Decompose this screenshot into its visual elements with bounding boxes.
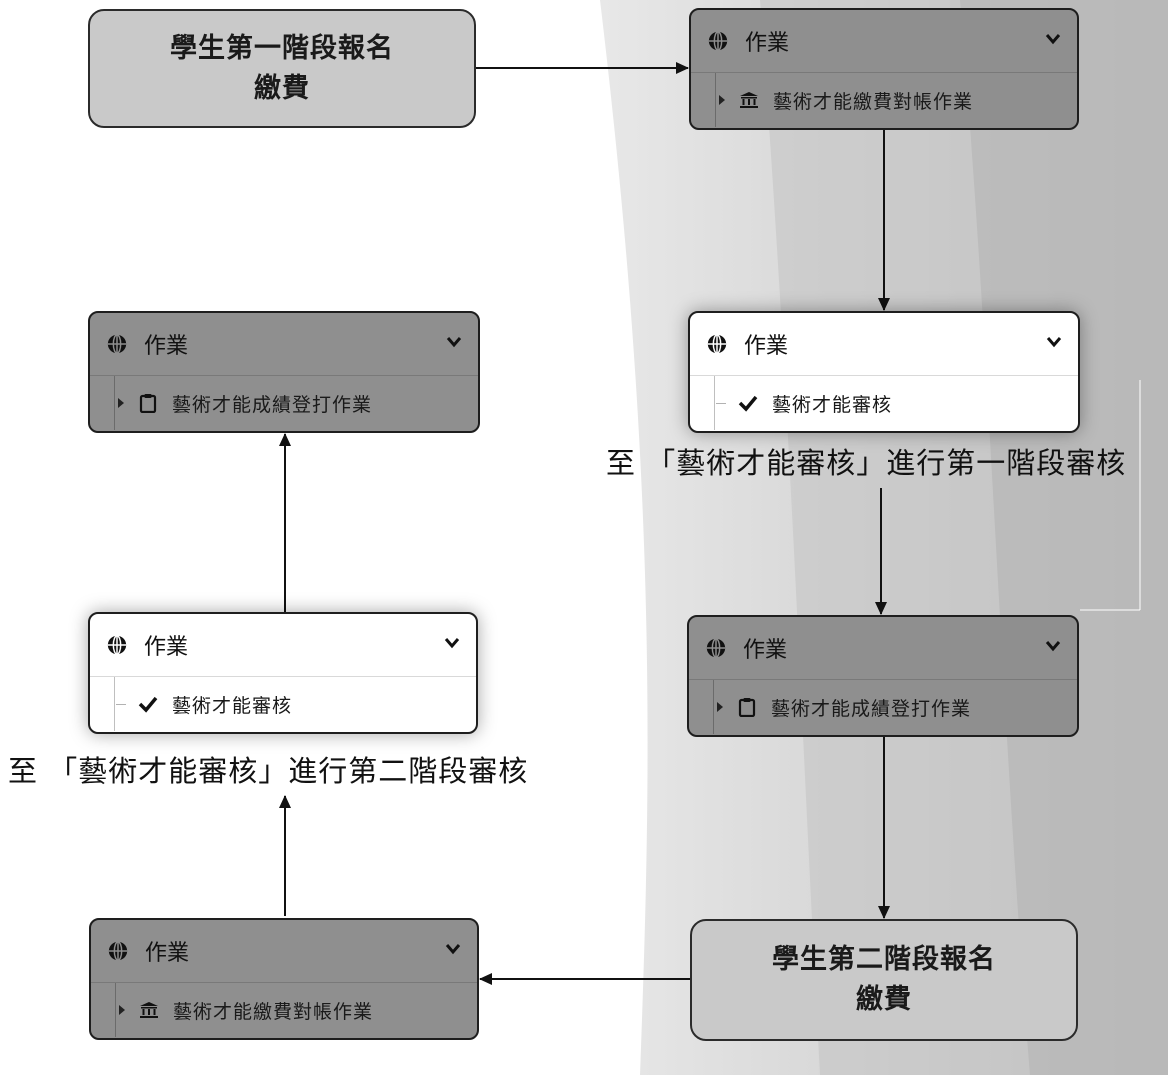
panel-title: 作業 xyxy=(743,638,788,663)
start-node-line1: 學生第一階段報名 xyxy=(170,32,394,64)
menu-item-label: 藝術才能成績登打作業 xyxy=(172,393,373,416)
menu-item-billing-reconcile[interactable]: 藝術才能繳費對帳作業 xyxy=(691,73,1077,127)
menu-item-score-entry[interactable]: 藝術才能成績登打作業 xyxy=(689,680,1077,734)
globe-icon xyxy=(707,334,727,354)
check-icon xyxy=(738,395,758,412)
second-node-stage2-payment: 學生第二階段報名 繳費 xyxy=(690,919,1078,1041)
clipboard-icon xyxy=(139,394,157,413)
second-node-line2: 繳費 xyxy=(856,984,912,1015)
caret-right-icon xyxy=(119,1005,125,1015)
panel-header[interactable]: 作業 xyxy=(690,313,1078,376)
panel-title: 作業 xyxy=(145,941,190,966)
chevron-down-icon[interactable] xyxy=(445,943,461,955)
second-node-line1: 學生第二階段報名 xyxy=(772,944,996,975)
caption-first-stage-review: 至 「藝術才能審核」進行第一階段審核 xyxy=(606,446,1127,480)
menu-item-label: 藝術才能審核 xyxy=(172,694,293,717)
panel-art-review-2: 作業 藝術才能審核 xyxy=(88,612,478,734)
globe-icon xyxy=(107,334,127,354)
panel-score-entry-1: 作業 藝術才能成績登打作業 xyxy=(687,615,1079,737)
menu-item-score-entry[interactable]: 藝術才能成績登打作業 xyxy=(90,376,478,430)
menu-item-billing-reconcile[interactable]: 藝術才能繳費對帳作業 xyxy=(91,983,477,1037)
panel-billing-reconcile-2: 作業 藝術才能繳費對帳作業 xyxy=(89,918,479,1040)
globe-icon xyxy=(107,635,127,655)
globe-icon xyxy=(706,638,726,658)
menu-item-label: 藝術才能繳費對帳作業 xyxy=(773,90,974,113)
check-icon xyxy=(138,696,158,713)
globe-icon xyxy=(708,31,728,51)
panel-billing-reconcile-1: 作業 藝術才能繳費對帳作業 xyxy=(689,8,1079,130)
start-node-stage1-payment: 學生第一階段報名 繳費 xyxy=(88,9,476,128)
chevron-down-icon[interactable] xyxy=(446,336,462,348)
menu-item-art-review[interactable]: 藝術才能審核 xyxy=(690,376,1078,430)
panel-header[interactable]: 作業 xyxy=(689,617,1077,680)
panel-title: 作業 xyxy=(745,31,790,56)
chevron-down-icon[interactable] xyxy=(1046,336,1062,348)
menu-item-art-review[interactable]: 藝術才能審核 xyxy=(90,677,476,731)
panel-title: 作業 xyxy=(144,635,189,660)
caret-right-icon xyxy=(719,95,725,105)
panel-art-review-1: 作業 藝術才能審核 xyxy=(688,311,1080,433)
panel-title: 作業 xyxy=(144,334,189,359)
caret-right-icon xyxy=(717,702,723,712)
start-node-line2: 繳費 xyxy=(254,72,310,104)
menu-item-label: 藝術才能繳費對帳作業 xyxy=(173,1000,374,1023)
panel-title: 作業 xyxy=(744,334,789,359)
globe-icon xyxy=(108,941,128,961)
chevron-down-icon[interactable] xyxy=(1045,640,1061,652)
panel-header[interactable]: 作業 xyxy=(90,313,478,376)
panel-header[interactable]: 作業 xyxy=(691,10,1077,73)
clipboard-icon xyxy=(738,698,756,717)
panel-header[interactable]: 作業 xyxy=(91,920,477,983)
caret-right-icon xyxy=(118,398,124,408)
panel-score-entry-2: 作業 藝術才能成績登打作業 xyxy=(88,311,480,433)
panel-header[interactable]: 作業 xyxy=(90,614,476,677)
menu-item-label: 藝術才能成績登打作業 xyxy=(771,697,972,720)
caption-second-stage-review: 至 「藝術才能審核」進行第二階段審核 xyxy=(8,754,529,788)
menu-item-label: 藝術才能審核 xyxy=(772,393,893,416)
bank-icon xyxy=(740,92,758,108)
chevron-down-icon[interactable] xyxy=(444,637,460,649)
chevron-down-icon[interactable] xyxy=(1045,33,1061,45)
bank-icon xyxy=(140,1002,158,1018)
